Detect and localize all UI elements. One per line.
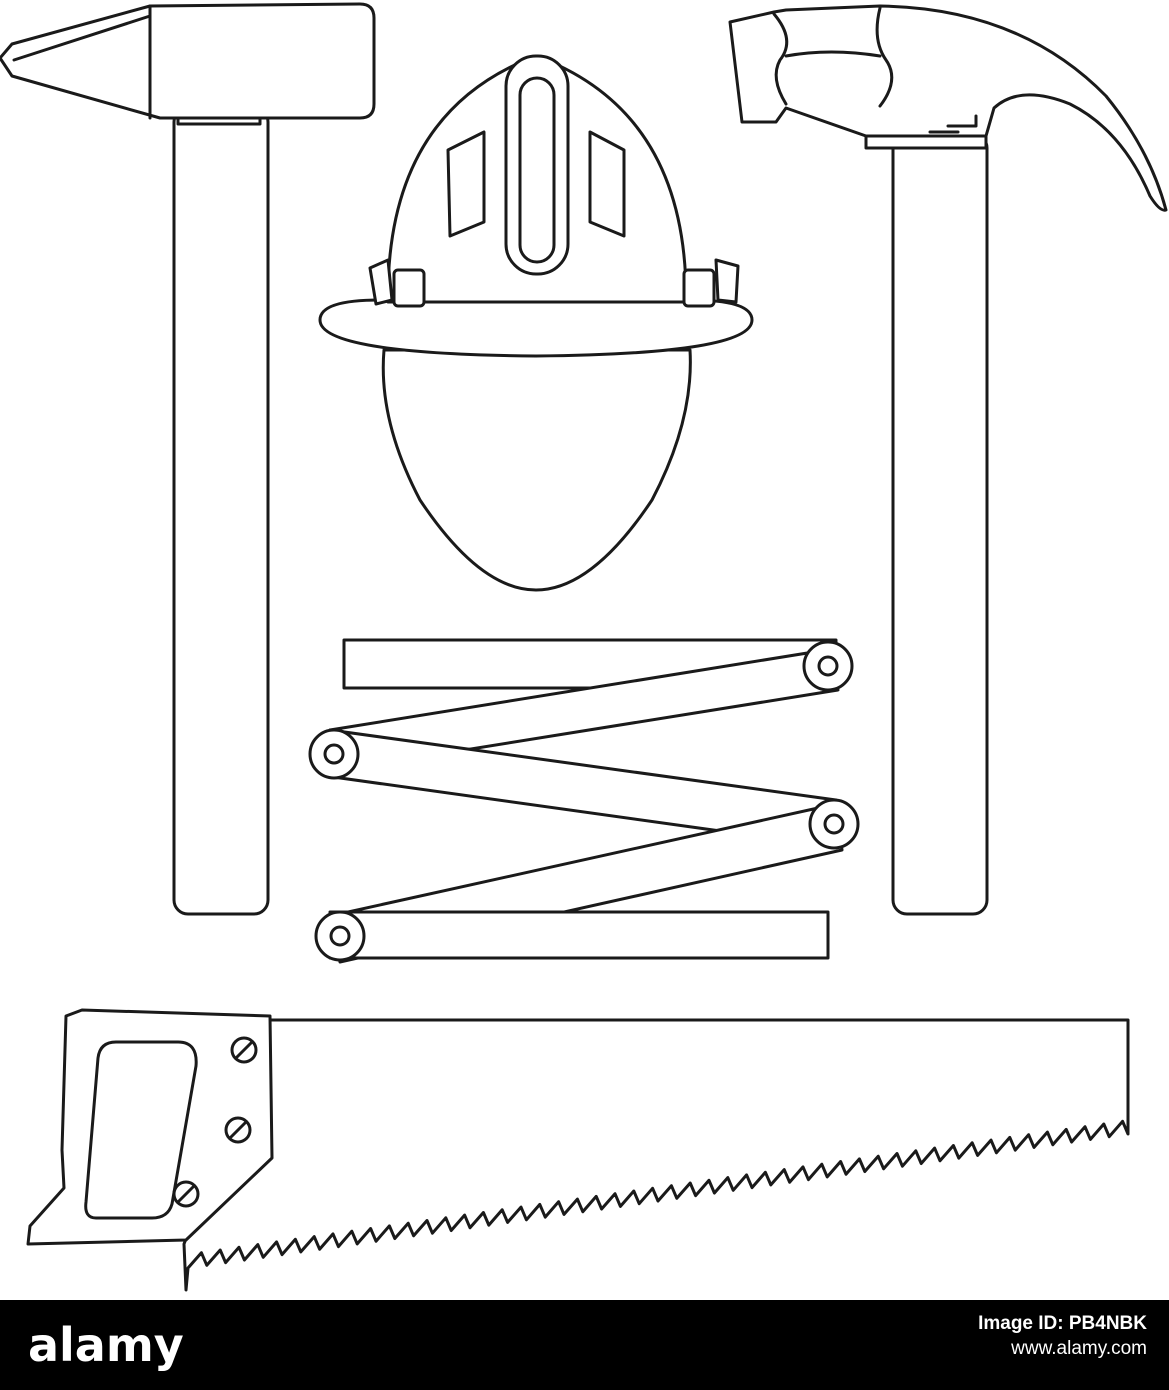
- site-url-label: www.alamy.com: [1011, 1338, 1147, 1359]
- tools-illustration: [0, 2, 1168, 1292]
- image-id-label: Image ID: PB4NBK: [978, 1313, 1147, 1334]
- folding-ruler-icon: [308, 638, 860, 964]
- hard-hat-icon: [318, 54, 754, 592]
- sledge-hammer-icon: [0, 2, 376, 916]
- hand-saw-icon: [26, 1008, 1130, 1292]
- watermark-bar: alamy Image ID: PB4NBK www.alamy.com: [0, 1300, 1169, 1390]
- alamy-logo: alamy: [28, 1318, 184, 1372]
- claw-hammer-icon: [728, 4, 1168, 916]
- image-reference: Image ID: PB4NBK www.alamy.com: [978, 1312, 1147, 1362]
